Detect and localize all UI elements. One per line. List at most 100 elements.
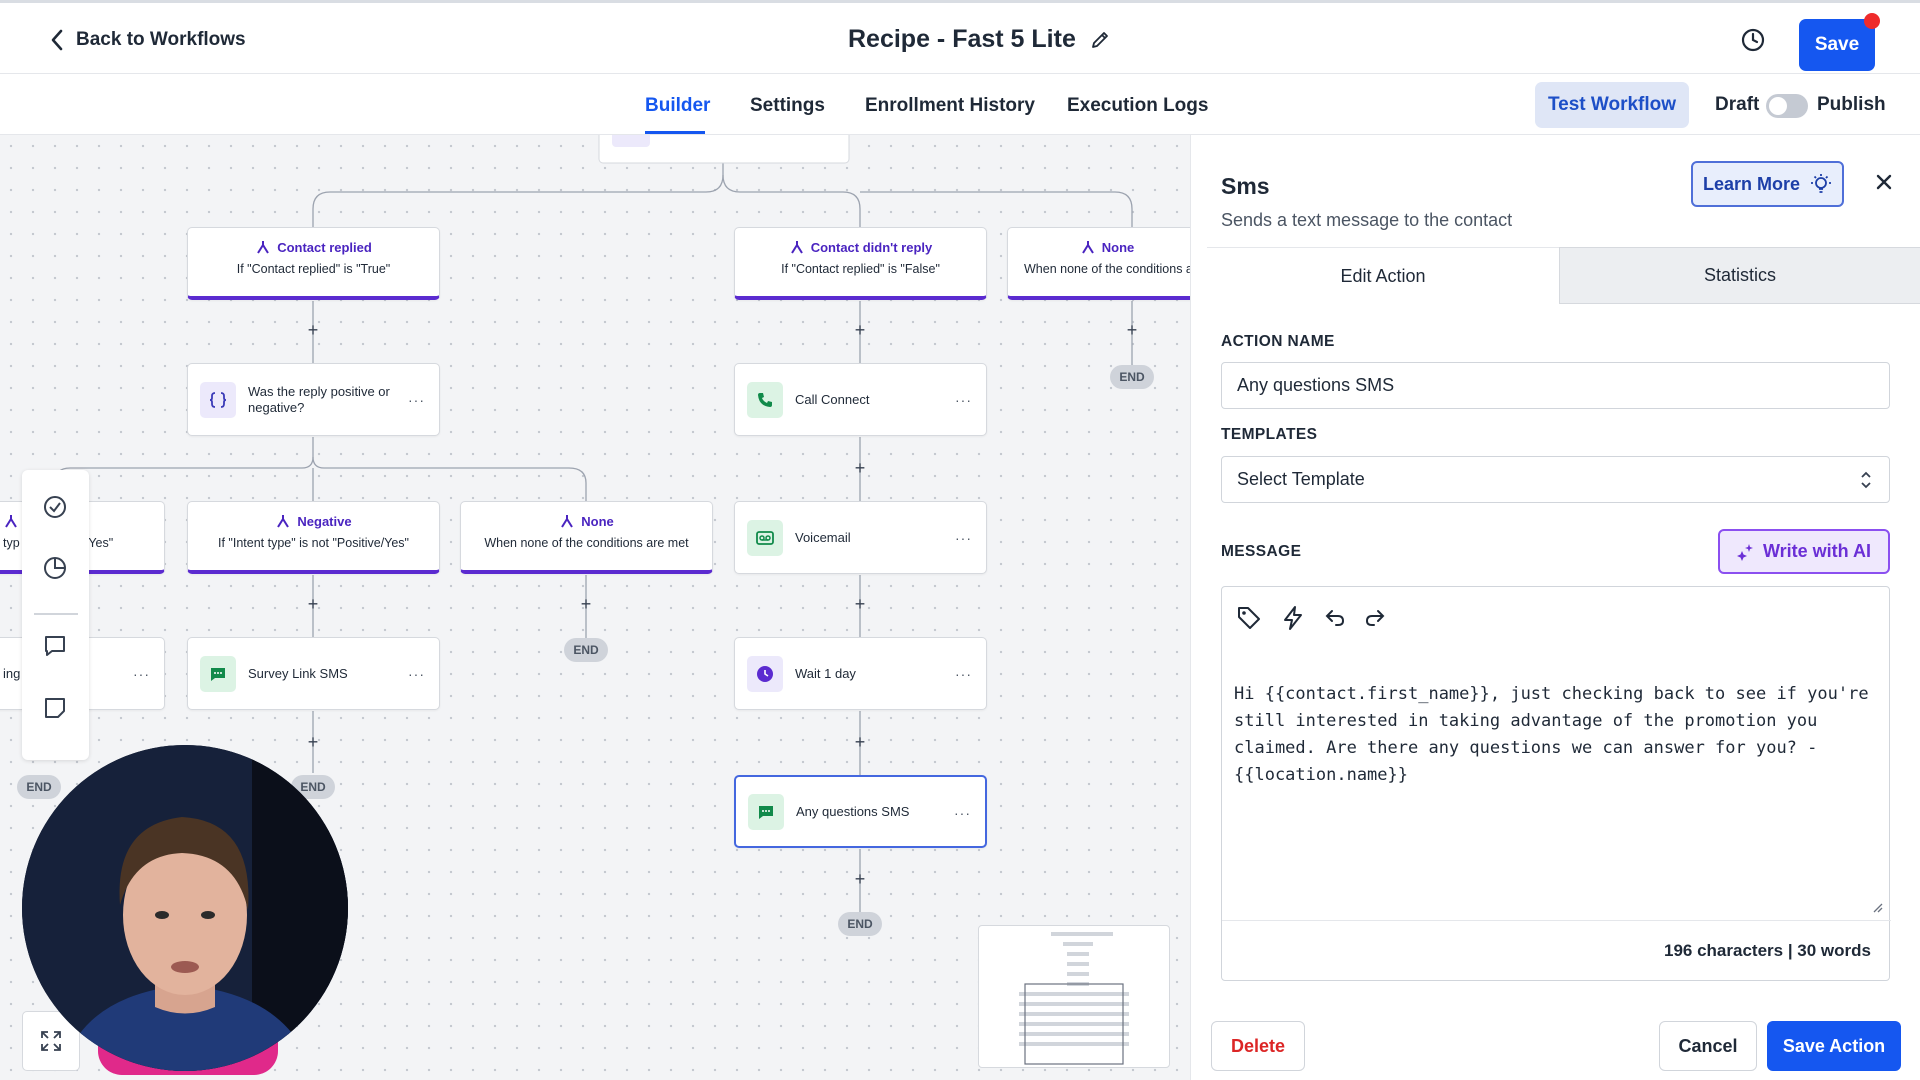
action-label: Any questions SMS — [796, 803, 910, 819]
branch-icon — [1081, 241, 1094, 254]
branch-condition: When none of the conditions are met — [484, 536, 689, 550]
canvas-toolbar — [22, 470, 89, 760]
action-call-connect[interactable]: Call Connect ··· — [734, 363, 987, 436]
close-icon[interactable] — [1875, 173, 1893, 191]
publish-label: Publish — [1817, 94, 1886, 115]
write-with-ai-label: Write with AI — [1763, 541, 1871, 561]
lightbulb-icon — [1811, 174, 1832, 193]
add-step-button[interactable]: + — [307, 594, 319, 614]
action-survey-link-sms[interactable]: Survey Link SMS ··· — [187, 637, 440, 710]
canvas-minimap[interactable] — [978, 925, 1170, 1068]
tag-icon[interactable] — [1236, 605, 1262, 631]
tab-edit-action[interactable]: Edit Action — [1207, 247, 1559, 304]
add-step-button[interactable]: + — [307, 732, 319, 752]
tab-settings[interactable]: Settings — [750, 95, 825, 116]
page-title: Recipe - Fast 5 Lite — [848, 25, 1076, 53]
add-step-button[interactable]: + — [854, 869, 866, 889]
draft-label: Draft — [1715, 94, 1760, 115]
publish-toggle[interactable] — [1766, 94, 1808, 118]
pie-chart-icon[interactable] — [42, 555, 68, 581]
templates-label: TEMPLATES — [1221, 426, 1318, 443]
editor-toolbar — [1236, 605, 1386, 631]
end-marker: END — [564, 638, 608, 662]
branch-negative[interactable]: Negative If "Intent type" is not "Positi… — [187, 501, 440, 574]
add-step-button[interactable]: + — [854, 458, 866, 478]
add-step-button[interactable]: + — [854, 732, 866, 752]
workflow-tabs-bar: Builder Settings Enrollment History Exec… — [0, 75, 1920, 135]
branch-none-top[interactable]: None When none of the conditions are met — [1007, 227, 1190, 300]
chevron-left-icon — [51, 29, 63, 51]
message-editor[interactable]: Hi {{contact.first_name}}, just checking… — [1221, 586, 1891, 981]
tab-builder[interactable]: Builder — [645, 95, 711, 116]
more-options-icon[interactable]: ··· — [955, 666, 972, 682]
more-options-icon[interactable]: ··· — [955, 392, 972, 408]
action-label-fragment: ing — [3, 665, 21, 681]
delete-button[interactable]: Delete — [1211, 1021, 1305, 1071]
sparkle-icon — [1737, 543, 1753, 561]
write-with-ai-button[interactable]: Write with AI — [1718, 529, 1890, 574]
action-label: Wait 1 day — [795, 665, 856, 681]
add-step-button[interactable]: + — [854, 320, 866, 340]
presenter-figure — [22, 745, 348, 1071]
branch-condition-fragment: typ — [3, 536, 20, 550]
save-action-button[interactable]: Save Action — [1767, 1021, 1901, 1071]
panel-title: Sms — [1221, 173, 1270, 199]
action-name-input[interactable]: Any questions SMS — [1221, 362, 1890, 409]
more-options-icon[interactable]: ··· — [408, 392, 425, 408]
add-step-button[interactable]: + — [307, 320, 319, 340]
lightning-icon[interactable] — [1280, 605, 1306, 631]
end-marker: END — [17, 775, 61, 799]
action-voicemail[interactable]: Voicemail ··· — [734, 501, 987, 574]
learn-more-button[interactable]: Learn More — [1691, 161, 1844, 207]
tab-execution-logs[interactable]: Execution Logs — [1067, 95, 1209, 116]
action-reply-intent[interactable]: Was the reply positive or negative? ··· — [187, 363, 440, 436]
more-options-icon[interactable]: ··· — [133, 666, 150, 682]
sticky-note-icon[interactable] — [42, 695, 68, 721]
cancel-button[interactable]: Cancel — [1659, 1021, 1757, 1071]
more-options-icon[interactable]: ··· — [408, 666, 425, 682]
message-textarea[interactable]: Hi {{contact.first_name}}, just checking… — [1234, 684, 1879, 785]
test-workflow-button[interactable]: Test Workflow — [1535, 82, 1689, 128]
resize-handle-icon[interactable] — [1871, 901, 1883, 913]
workflow-connectors — [54, 135, 1133, 912]
branch-icon — [561, 515, 574, 528]
learn-more-label: Learn More — [1702, 173, 1801, 194]
clock-icon — [747, 655, 783, 692]
action-label: Voicemail — [795, 529, 851, 545]
template-select[interactable]: Select Template — [1221, 456, 1890, 503]
end-marker: END — [838, 912, 882, 936]
branch-title: Contact didn't reply — [810, 239, 933, 255]
branch-condition: If "Contact replied" is "True" — [236, 262, 391, 276]
version-history-icon[interactable] — [1740, 27, 1766, 53]
workflow-title: Recipe - Fast 5 Lite — [848, 25, 1110, 54]
branch-none-inner[interactable]: None When none of the conditions are met — [460, 501, 713, 574]
add-step-button[interactable]: + — [854, 594, 866, 614]
branch-title: Contact replied — [277, 239, 372, 255]
add-step-button[interactable]: + — [1126, 320, 1138, 340]
action-wait-1-day[interactable]: Wait 1 day ··· — [734, 637, 987, 710]
add-step-button[interactable]: + — [580, 594, 592, 614]
unsaved-indicator — [1864, 13, 1880, 29]
comment-icon[interactable] — [42, 633, 68, 659]
end-marker: END — [1110, 365, 1154, 389]
more-options-icon[interactable]: ··· — [955, 530, 972, 546]
action-any-questions-sms[interactable]: Any questions SMS ··· — [734, 775, 987, 848]
active-tab-indicator — [645, 131, 705, 134]
back-to-workflows-link[interactable]: Back to Workflows — [50, 29, 246, 51]
undo-icon[interactable] — [1324, 607, 1346, 629]
pencil-icon[interactable] — [1090, 30, 1110, 50]
workflow-canvas[interactable]: Contact replied If "Contact replied" is … — [0, 135, 1190, 1080]
branch-title: None — [581, 513, 614, 529]
branch-contact-didnt-reply[interactable]: Contact didn't reply If "Contact replied… — [734, 227, 987, 300]
branch-icon — [790, 241, 803, 254]
tab-enrollment-history[interactable]: Enrollment History — [865, 95, 1035, 116]
chevron-up-down-icon — [1861, 471, 1871, 489]
tab-statistics[interactable]: Statistics — [1559, 247, 1920, 304]
action-config-panel: Sms Sends a text message to the contact … — [1190, 135, 1920, 1080]
check-circle-icon[interactable] — [42, 494, 68, 520]
template-select-value: Select Template — [1237, 469, 1365, 489]
branch-contact-replied[interactable]: Contact replied If "Contact replied" is … — [187, 227, 440, 300]
more-options-icon[interactable]: ··· — [954, 805, 971, 821]
redo-icon[interactable] — [1364, 607, 1386, 629]
save-button[interactable]: Save — [1799, 19, 1875, 71]
